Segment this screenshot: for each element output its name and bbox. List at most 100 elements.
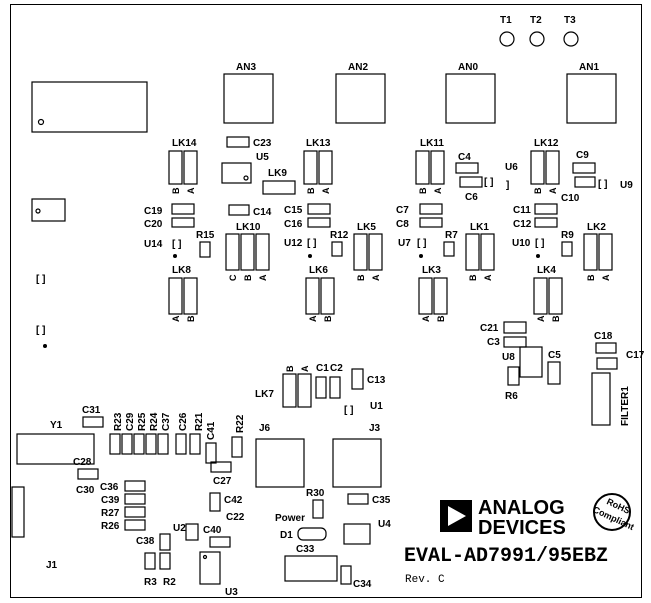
cap-c8-pad[interactable] bbox=[419, 217, 443, 228]
cap-c13-pad[interactable] bbox=[351, 368, 364, 390]
cap-c31-pad[interactable] bbox=[82, 416, 104, 428]
cap-c16-pad[interactable] bbox=[307, 217, 331, 228]
cap-c14-pad[interactable] bbox=[228, 204, 250, 216]
link-lk10-pin-b[interactable] bbox=[240, 233, 255, 271]
cap-c21-pad[interactable] bbox=[503, 321, 527, 334]
link-lk1-pin-a[interactable] bbox=[480, 233, 495, 271]
cap-c7-pad[interactable] bbox=[419, 203, 443, 215]
cap-c12-pad[interactable] bbox=[534, 217, 558, 228]
connector-an2[interactable] bbox=[335, 73, 386, 124]
connector-j6[interactable] bbox=[255, 438, 305, 488]
res-r24-pad[interactable] bbox=[145, 433, 157, 455]
res-r30-pad[interactable] bbox=[312, 499, 324, 519]
link-lk13-pin-a[interactable] bbox=[318, 150, 333, 185]
link-lk10-pin-c[interactable] bbox=[225, 233, 240, 271]
link-lk12-pin-b[interactable] bbox=[530, 150, 545, 185]
link-lk11-pin-a[interactable] bbox=[430, 150, 445, 185]
link-lk2-pin-b[interactable] bbox=[583, 233, 598, 271]
connector-j3[interactable] bbox=[332, 438, 382, 488]
link-lk5-pin-b[interactable] bbox=[353, 233, 368, 271]
cap-c3-pad[interactable] bbox=[503, 336, 527, 348]
res-r27-pad[interactable] bbox=[124, 506, 146, 518]
link-lk12-pin-a[interactable] bbox=[545, 150, 560, 185]
cap-c9-pad[interactable] bbox=[572, 162, 596, 174]
cap-c23-pad[interactable] bbox=[226, 136, 250, 148]
link-lk3-pin-a[interactable] bbox=[418, 277, 433, 315]
link-lk4-pin-b[interactable] bbox=[548, 277, 563, 315]
cap-c39-pad[interactable] bbox=[124, 493, 146, 505]
res-r25-pad[interactable] bbox=[133, 433, 145, 455]
cap-c5-pad[interactable] bbox=[547, 361, 561, 385]
cap-c19-pad[interactable] bbox=[171, 203, 195, 215]
led-d1-body[interactable] bbox=[297, 527, 327, 541]
cap-c38-pad[interactable] bbox=[159, 533, 171, 551]
link-lk4-pin-a[interactable] bbox=[533, 277, 548, 315]
testpoint-t3[interactable] bbox=[563, 31, 579, 47]
cap-c1-pad[interactable] bbox=[315, 376, 327, 399]
filter1-body[interactable] bbox=[591, 372, 611, 426]
link-lk13-pin-b[interactable] bbox=[303, 150, 318, 185]
cap-c2-pad[interactable] bbox=[329, 376, 341, 399]
res-r21-pad[interactable] bbox=[189, 433, 201, 455]
link-lk7-pin-b[interactable] bbox=[282, 373, 297, 408]
link-lk14-pin-a[interactable] bbox=[183, 150, 198, 185]
cap-c40-pad[interactable] bbox=[209, 536, 231, 548]
res-r6-pad[interactable] bbox=[507, 366, 520, 386]
res-r7-pad[interactable] bbox=[443, 241, 455, 257]
res-r22-pad[interactable] bbox=[231, 436, 243, 458]
cap-c15-pad[interactable] bbox=[307, 203, 331, 215]
connector-j1-body[interactable] bbox=[11, 486, 25, 538]
cap-c17-pad[interactable] bbox=[596, 357, 618, 370]
res-r23-pad[interactable] bbox=[109, 433, 121, 455]
link-lk14-pin-b[interactable] bbox=[168, 150, 183, 185]
ic-u2-body[interactable] bbox=[185, 523, 199, 541]
testpoint-t1[interactable] bbox=[499, 31, 515, 47]
cap-c42-pad[interactable] bbox=[209, 492, 221, 512]
cap-c11-pad[interactable] bbox=[534, 203, 558, 215]
link-lk11-pin-b[interactable] bbox=[415, 150, 430, 185]
res-r3-pad[interactable] bbox=[144, 552, 156, 570]
res-r26-pad[interactable] bbox=[124, 519, 146, 531]
cap-c37-pad[interactable] bbox=[157, 433, 169, 455]
connector-an3[interactable] bbox=[223, 73, 274, 124]
cap-c10-pad[interactable] bbox=[574, 176, 596, 188]
testpoint-t2[interactable] bbox=[529, 31, 545, 47]
pin-label: A bbox=[321, 187, 331, 194]
cap-c33-body[interactable] bbox=[284, 555, 338, 582]
link-lk6-pin-a[interactable] bbox=[305, 277, 320, 315]
cap-c4-pad[interactable] bbox=[455, 162, 479, 174]
cap-c6-pad[interactable] bbox=[459, 176, 483, 188]
cap-c34-pad[interactable] bbox=[340, 565, 352, 585]
cap-c28-pad[interactable] bbox=[77, 468, 99, 480]
cap-c41-pad[interactable] bbox=[205, 442, 217, 464]
link-lk1-pin-b[interactable] bbox=[465, 233, 480, 271]
ic-u5-body[interactable] bbox=[221, 162, 252, 184]
ic-u3-label: U3 bbox=[225, 587, 238, 598]
cap-c36-pad[interactable] bbox=[124, 480, 146, 492]
res-r12-pad[interactable] bbox=[331, 241, 343, 257]
link-lk5-pin-a[interactable] bbox=[368, 233, 383, 271]
connector-an1[interactable] bbox=[566, 73, 617, 124]
ic-u4-body[interactable] bbox=[343, 523, 371, 545]
cap-c18-pad[interactable] bbox=[595, 342, 617, 354]
link-lk8-pin-b[interactable] bbox=[183, 277, 198, 315]
link-lk10-pin-a[interactable] bbox=[255, 233, 270, 271]
cap-c20-pad[interactable] bbox=[171, 217, 195, 228]
res-r15-pad[interactable] bbox=[199, 241, 211, 258]
connector-an0[interactable] bbox=[445, 73, 496, 124]
cap-c29-pad[interactable] bbox=[121, 433, 133, 455]
link-lk8-pin-a[interactable] bbox=[168, 277, 183, 315]
cap-c26-pad[interactable] bbox=[175, 433, 187, 455]
ic-u3-body[interactable] bbox=[199, 551, 221, 585]
link-lk7-pin-a[interactable] bbox=[297, 373, 312, 408]
res-r2-pad[interactable] bbox=[159, 552, 171, 570]
cap-c27-pad[interactable] bbox=[210, 461, 232, 473]
cap-c35-pad[interactable] bbox=[347, 493, 369, 505]
link-lk3-pin-b[interactable] bbox=[433, 277, 448, 315]
link-lk6-pin-b[interactable] bbox=[320, 277, 335, 315]
link-lk2-pin-a[interactable] bbox=[598, 233, 613, 271]
res-r9-pad[interactable] bbox=[561, 241, 573, 257]
link-lk9-header[interactable] bbox=[262, 180, 296, 195]
ic-u8-body[interactable] bbox=[519, 346, 543, 378]
crystal-y1-body[interactable] bbox=[16, 433, 95, 465]
